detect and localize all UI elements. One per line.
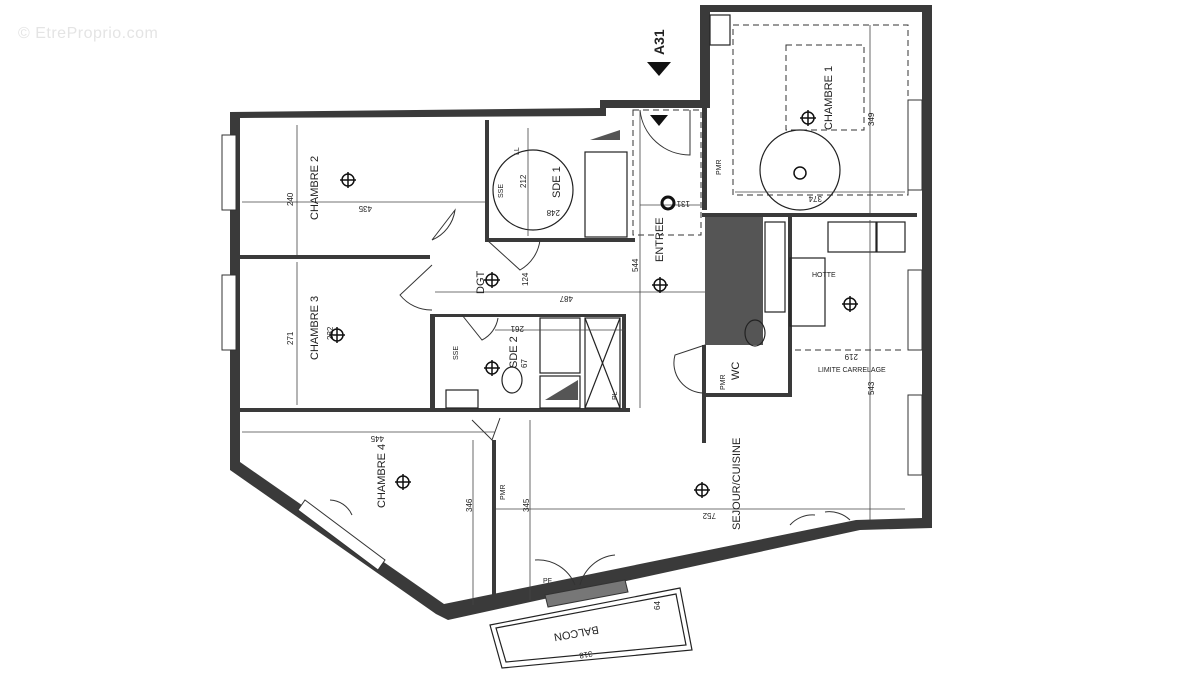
watermark: © EtreProprio.com bbox=[18, 25, 159, 42]
dim-label: 240 bbox=[286, 192, 295, 206]
light-icon bbox=[329, 327, 345, 343]
light-icon bbox=[484, 272, 500, 288]
dim-label: 232 bbox=[326, 326, 335, 340]
label-wc: WC bbox=[730, 362, 742, 380]
label-dgt: DGT bbox=[475, 271, 487, 295]
dim-label: 212 bbox=[519, 174, 528, 188]
dim-label: 544 bbox=[631, 258, 640, 272]
dim-label: 67 bbox=[520, 359, 529, 368]
annot-pmr-3: PMR bbox=[500, 484, 507, 500]
dim-label: 261 bbox=[510, 324, 524, 333]
annot-ll: LL bbox=[514, 147, 521, 155]
dim-label: 248 bbox=[546, 208, 560, 217]
dim-label: 435 bbox=[358, 204, 372, 213]
annot-limite-carrelage: LIMITE CARRELAGE bbox=[818, 367, 886, 374]
dim-label: 752 bbox=[702, 511, 716, 520]
section-arrow-icon bbox=[647, 62, 671, 76]
annot-sse-2: SSE bbox=[453, 346, 460, 360]
dimension-lines bbox=[242, 25, 905, 605]
interior-walls bbox=[240, 100, 917, 605]
balcony bbox=[489, 587, 693, 669]
label-entree: ENTREE bbox=[654, 217, 666, 262]
annot-pf: PF bbox=[543, 578, 552, 585]
dim-label: 349 bbox=[867, 112, 876, 126]
light-icon bbox=[793, 166, 807, 180]
section-marker: A31 bbox=[651, 29, 667, 55]
annot-sse-1: SSE bbox=[498, 184, 505, 198]
label-chambre-2: CHAMBRE 2 bbox=[309, 156, 321, 220]
annot-pl: PL bbox=[612, 391, 619, 400]
door-swings bbox=[329, 109, 851, 586]
light-icon bbox=[694, 482, 710, 498]
label-sejour-cuisine: SEJOUR/CUISINE bbox=[731, 438, 743, 530]
label-chambre-1: CHAMBRE 1 bbox=[823, 66, 835, 130]
ceiling-light-icons bbox=[329, 110, 858, 498]
dim-label: 64 bbox=[653, 601, 662, 610]
dim-label: 219 bbox=[844, 352, 858, 361]
light-icon bbox=[652, 277, 668, 293]
windows bbox=[221, 99, 923, 608]
label-sde-2: SDE 2 bbox=[508, 336, 520, 368]
light-icon bbox=[340, 172, 356, 188]
light-icon bbox=[660, 195, 676, 211]
dim-label: 345 bbox=[522, 498, 531, 512]
annot-hotte: HOTTE bbox=[812, 272, 836, 279]
light-icon bbox=[800, 110, 816, 126]
dim-label: 318 bbox=[578, 649, 593, 660]
entry-arrow-icon bbox=[650, 115, 668, 126]
light-icon bbox=[842, 296, 858, 312]
dim-label: 487 bbox=[559, 294, 573, 303]
label-chambre-4: CHAMBRE 4 bbox=[376, 444, 388, 508]
light-icon bbox=[395, 474, 411, 490]
label-balcon: BALCON bbox=[553, 623, 600, 643]
annot-pmr-1: PMR bbox=[716, 159, 723, 175]
annot-pmr-2: PMR bbox=[720, 374, 727, 390]
dim-label: 271 bbox=[286, 331, 295, 345]
label-sde-1: SDE 1 bbox=[551, 166, 563, 198]
dim-label: 543 bbox=[867, 381, 876, 395]
dim-label: 346 bbox=[465, 498, 474, 512]
fixtures bbox=[445, 14, 909, 409]
dim-label: 124 bbox=[521, 272, 530, 286]
dim-label: 131 bbox=[676, 199, 690, 208]
label-chambre-3: CHAMBRE 3 bbox=[309, 296, 321, 360]
dim-label: 445 bbox=[370, 434, 384, 443]
light-icon bbox=[484, 360, 500, 376]
dim-label: 374 bbox=[808, 194, 822, 203]
